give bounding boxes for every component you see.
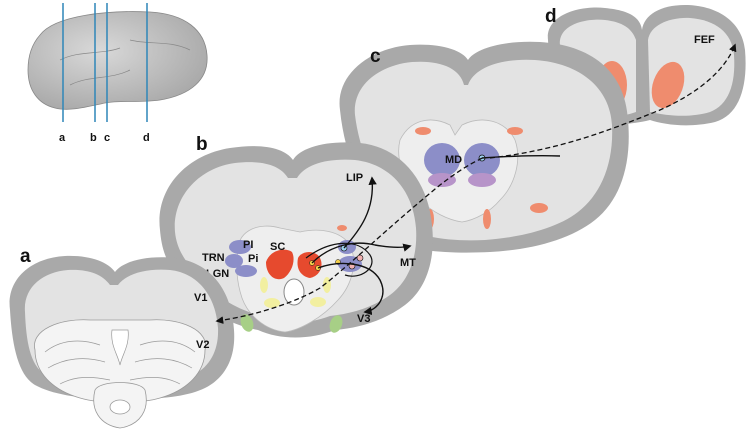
region-label-v1: V1 [194, 292, 207, 304]
region-label-fef: FEF [694, 34, 715, 46]
region-label-v2: V2 [196, 339, 209, 351]
region-label-trn: TRN [202, 252, 225, 264]
panel-label-b: b [196, 134, 208, 155]
path-to-lip [343, 176, 377, 249]
path-to-mt [311, 242, 412, 264]
cut-label-d: d [143, 132, 150, 144]
sc-left [266, 249, 294, 280]
purple-nucleus-right [468, 173, 496, 187]
dashed-path-md-fef [489, 43, 737, 159]
sc-right [297, 252, 322, 278]
panel-label-a: a [20, 246, 31, 267]
region-label-v3: V3 [357, 313, 370, 325]
region-label-lip: LIP [346, 172, 363, 184]
region-label-mt: MT [400, 257, 416, 269]
region-label-pi-upper: PI [243, 239, 253, 251]
md-left [424, 143, 460, 177]
cut-label-c: c [104, 132, 110, 144]
pathway-connections [215, 43, 737, 324]
region-label-pi-lower: Pi [248, 253, 258, 265]
region-label-md: MD [445, 154, 462, 166]
purple-nucleus-left [428, 173, 456, 187]
section-a: a V1 V2 [9, 246, 235, 429]
cerebellum [34, 319, 206, 429]
fef-right-patch [651, 61, 685, 109]
cut-label-a: a [59, 132, 66, 144]
section-b: b TRN LGN PI Pi SC LIP MT V3 [159, 134, 433, 338]
cut-label-b: b [90, 132, 97, 144]
lgn [235, 265, 257, 277]
panel-label-d: d [545, 6, 557, 27]
pi-upper [229, 240, 251, 254]
region-label-sc: SC [270, 241, 285, 253]
dashed-path-v2-md [215, 157, 483, 324]
brain-inset: a b c d [27, 3, 208, 144]
md-connection [481, 155, 561, 159]
panel-label-c: c [370, 46, 381, 67]
path-to-v3 [317, 262, 384, 316]
